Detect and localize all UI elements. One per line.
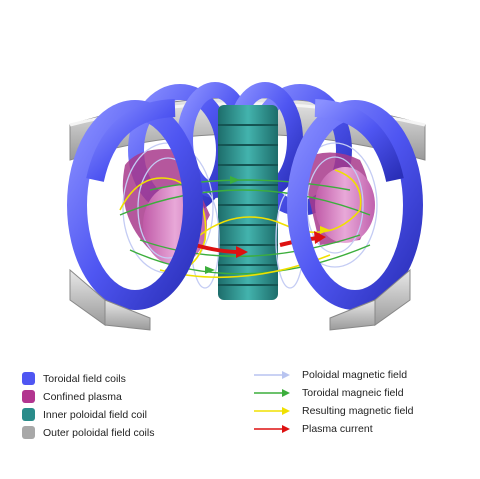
toroidal-coils-swatch [22,372,35,385]
toroidal-field-lines [119,179,371,275]
plasma-current-arrow-icon [254,424,290,433]
tokamak-diagram [67,82,426,331]
outer-poloidal-coil-bottom [69,268,411,331]
outer-poloidal-coils-swatch [22,426,35,439]
legend-label: Toroidal magneic field [302,386,404,399]
legend-label: Resulting magnetic field [302,404,414,417]
legend-item-outer-poloidal-coils: Outer poloidal field coils [22,424,154,441]
toroidal-field-arrow-icon [254,388,290,397]
legend-label: Poloidal magnetic field [302,368,408,381]
legend-fields: Poloidal magnetic field Toroidal magneic… [252,366,413,438]
legend-item-toroidal-coils: Toroidal field coils [22,370,154,387]
legend-item-resulting-field: Resulting magnetic field [252,402,413,419]
resulting-field-arrow-icon [254,406,290,415]
legend-item-plasma-current: Plasma current [252,420,413,437]
inner-poloidal-coil-swatch [22,408,35,421]
legend-label: Toroidal field coils [43,372,126,385]
legend-label: Confined plasma [43,390,122,403]
legend-item-inner-poloidal-coil: Inner poloidal field coil [22,406,154,423]
legend-components: Toroidal field coils Confined plasma Inn… [22,370,154,442]
inner-poloidal-coil [218,105,278,300]
toroidal-coils-front [67,99,423,310]
legend-item-confined-plasma: Confined plasma [22,388,154,405]
legend-item-toroidal-field: Toroidal magneic field [252,384,413,401]
confined-plasma-swatch [22,390,35,403]
legend-label: Plasma current [302,422,373,435]
legend-item-poloidal-field: Poloidal magnetic field [252,366,413,383]
legend-label: Outer poloidal field coils [43,426,155,439]
legend-label: Inner poloidal field coil [43,408,147,421]
poloidal-field-arrow-icon [254,370,290,379]
